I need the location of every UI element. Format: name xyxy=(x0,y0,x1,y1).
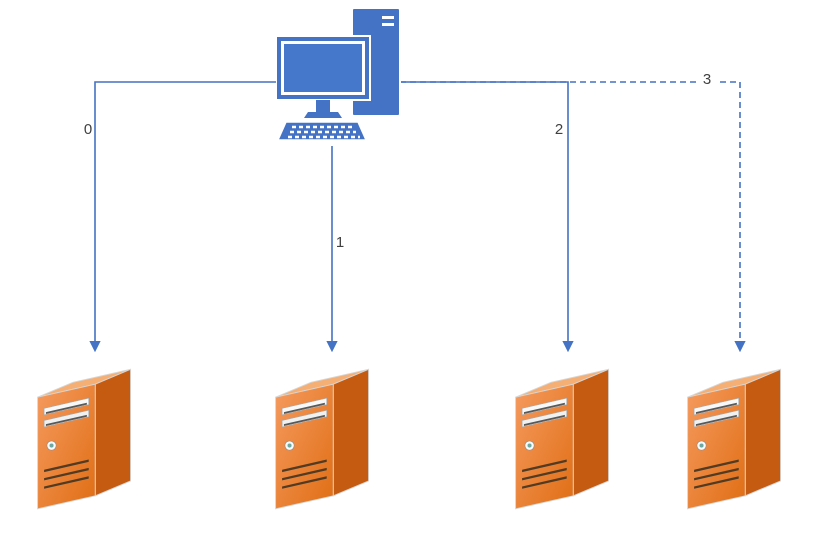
connection-line-3 xyxy=(400,81,746,353)
client-computer-icon xyxy=(276,6,402,142)
server-0-icon xyxy=(37,368,132,510)
connection-line-2 xyxy=(400,81,574,353)
connection-label-2: 2 xyxy=(554,121,564,138)
server-3-icon xyxy=(687,368,782,510)
connection-label-0: 0 xyxy=(83,121,93,138)
server-2-icon xyxy=(515,368,610,510)
connection-label-3: 3 xyxy=(697,70,717,90)
connection-label-1: 1 xyxy=(335,234,345,251)
connection-line-0 xyxy=(89,81,276,353)
server-1-icon xyxy=(275,368,370,510)
